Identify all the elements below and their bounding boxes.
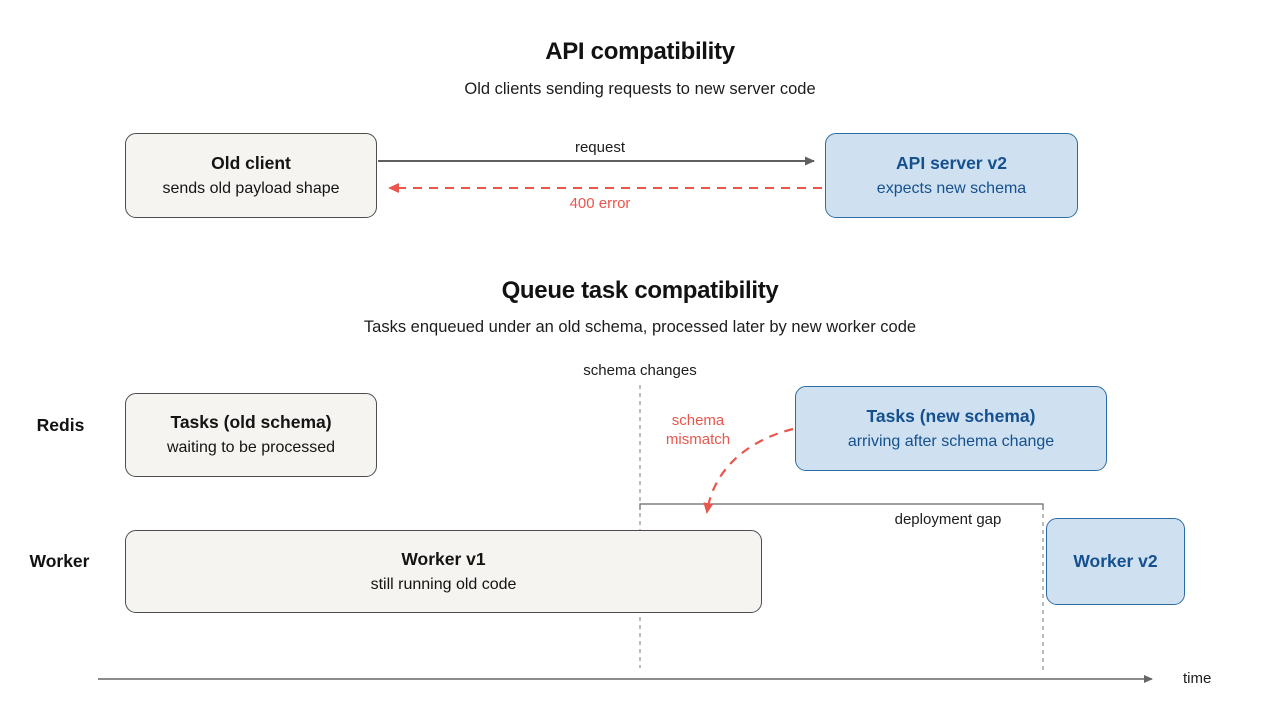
tasks-old-subtitle: waiting to be processed (166, 439, 336, 457)
schema-changes-label: schema changes (583, 362, 697, 379)
api-section-subtitle: Old clients sending requests to new serv… (464, 80, 816, 98)
tasks-new-subtitle: arriving after schema change (847, 432, 1055, 450)
old-client-subtitle: sends old payload shape (162, 179, 340, 197)
worker-v2-box: Worker v2 (1046, 518, 1185, 605)
deployment-gap-label: deployment gap (894, 511, 1002, 528)
lane-label-worker: Worker (29, 551, 90, 571)
lane-label-redis: Redis (36, 415, 85, 435)
queue-section-title: Queue task compatibility (501, 277, 779, 304)
worker-v1-title: Worker v1 (401, 548, 486, 569)
api-server-title: API server v2 (896, 152, 1007, 173)
api-section-title: API compatibility (545, 38, 735, 65)
tasks-new-title: Tasks (new schema) (866, 405, 1036, 426)
schema-mismatch-label: schema mismatch (665, 412, 731, 448)
request-arrow-label: request (574, 139, 626, 156)
worker-v2-title: Worker v2 (1073, 550, 1158, 571)
old-client-box: Old client sends old payload shape (125, 133, 377, 218)
tasks-new-schema-box: Tasks (new schema) arriving after schema… (795, 386, 1107, 471)
deployment-gap-bracket (639, 503, 1044, 510)
api-server-box: API server v2 expects new schema (825, 133, 1078, 218)
worker-v1-box: Worker v1 still running old code (125, 530, 762, 613)
worker-v1-subtitle: still running old code (370, 575, 517, 593)
queue-section-subtitle: Tasks enqueued under an old schema, proc… (363, 318, 917, 336)
tasks-old-schema-box: Tasks (old schema) waiting to be process… (125, 393, 377, 477)
tasks-old-title: Tasks (old schema) (170, 412, 332, 433)
api-server-subtitle: expects new schema (876, 179, 1027, 197)
error-arrow-label: 400 error (569, 195, 631, 212)
time-axis-label: time (1183, 670, 1212, 687)
old-client-title: Old client (211, 152, 291, 173)
